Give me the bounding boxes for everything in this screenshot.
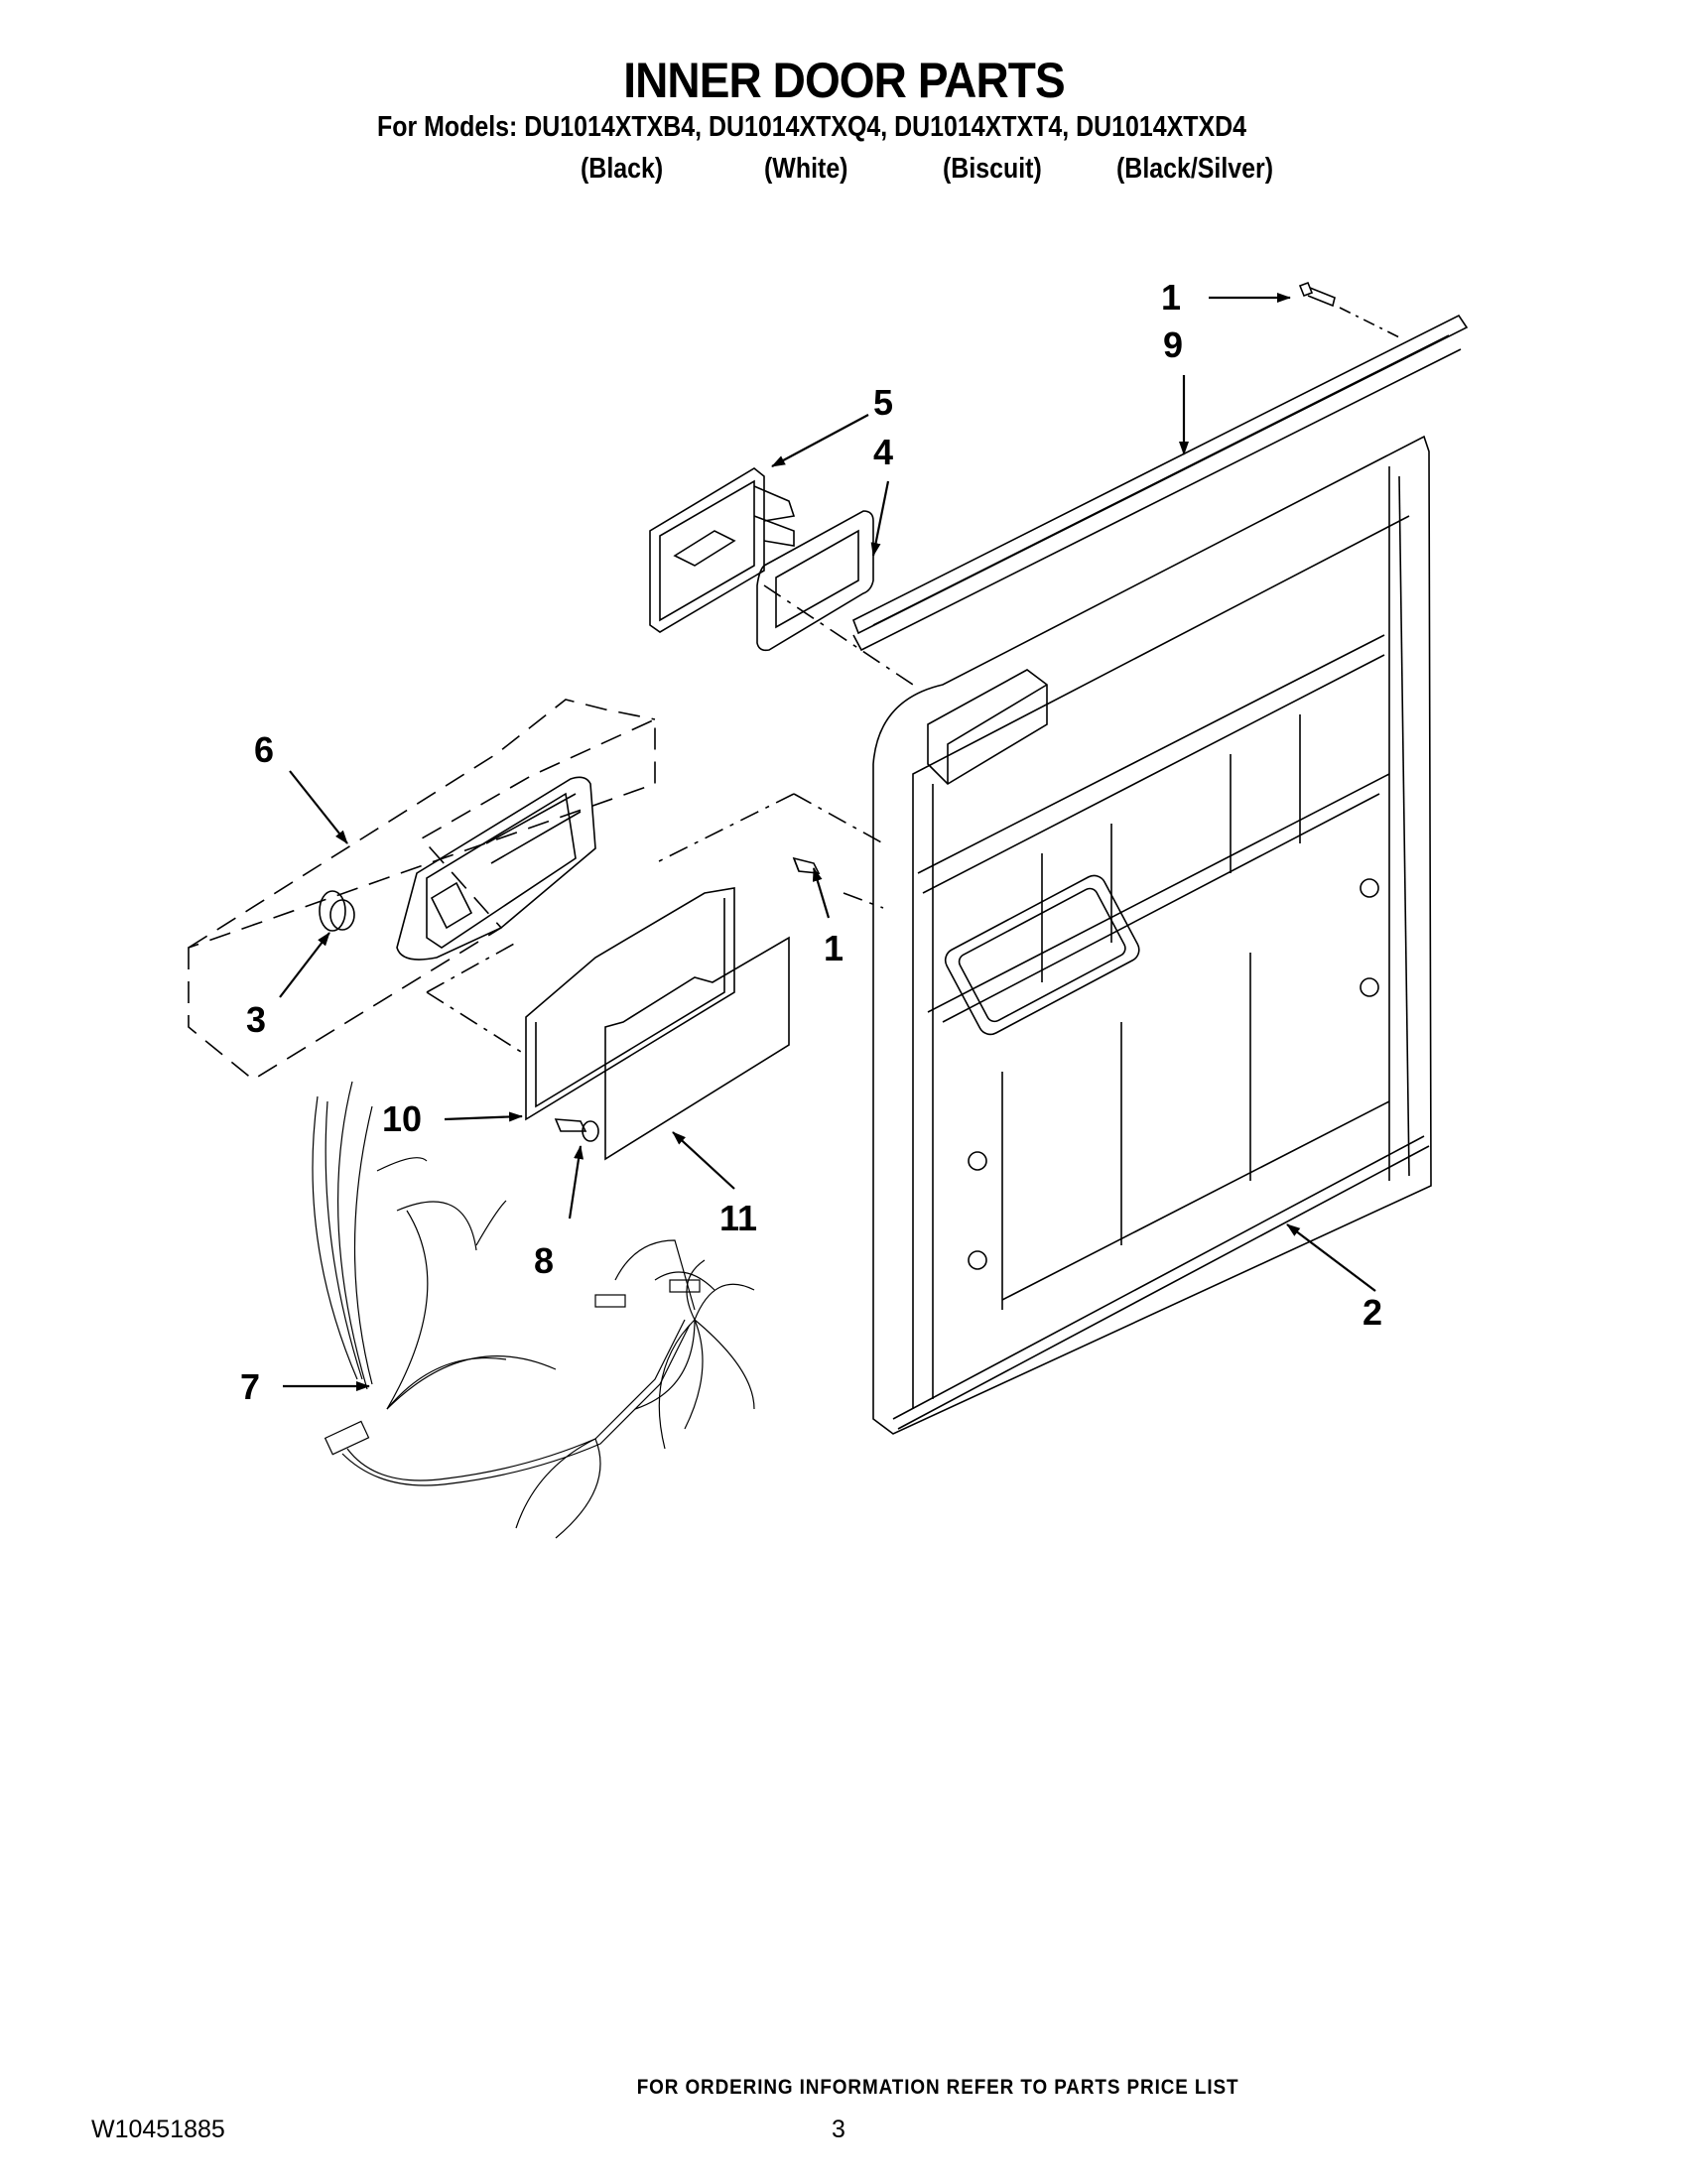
callout-5: 5 xyxy=(873,382,893,423)
color-biscuit: (Biscuit) xyxy=(943,153,1042,185)
model-colors: (Black) (White) (Biscuit) (Black/Silver) xyxy=(0,153,1688,193)
dispenser-group-outline xyxy=(188,717,656,1081)
models-line: For Models: DU1014XTXB4, DU1014XTXQ4, DU… xyxy=(377,111,1247,143)
screw-top xyxy=(1298,281,1336,308)
wire-harness xyxy=(312,1081,755,1539)
document-id: W10451885 xyxy=(91,2116,225,2143)
callout-1-top: 1 xyxy=(1161,277,1181,318)
ordering-note: FOR ORDERING INFORMATION REFER TO PARTS … xyxy=(0,2076,1688,2100)
leader-arrows xyxy=(279,293,1376,1391)
page-number: 3 xyxy=(832,2116,845,2143)
color-white: (White) xyxy=(764,153,848,185)
callout-10: 10 xyxy=(382,1098,422,1139)
callout-6: 6 xyxy=(254,729,274,770)
dispenser-gasket xyxy=(525,887,735,1121)
vent-gasket xyxy=(756,510,874,652)
callout-2: 2 xyxy=(1363,1292,1382,1333)
dispenser-assembly xyxy=(396,776,596,961)
color-black-silver: (Black/Silver) xyxy=(1116,153,1274,185)
callout-9: 9 xyxy=(1163,324,1183,365)
callout-4: 4 xyxy=(873,432,893,472)
inner-door-panel xyxy=(872,435,1432,1435)
callout-7: 7 xyxy=(240,1366,260,1407)
color-black: (Black) xyxy=(581,153,664,185)
ordering-note-text: FOR ORDERING INFORMATION REFER TO PARTS … xyxy=(637,2076,1239,2099)
door-top-trim xyxy=(851,314,1469,652)
callout-8: 8 xyxy=(534,1240,554,1281)
callout-3: 3 xyxy=(246,999,266,1040)
vent-assembly xyxy=(649,467,796,633)
callout-1-middle: 1 xyxy=(824,928,844,968)
screw-lower xyxy=(554,1118,599,1142)
callout-11: 11 xyxy=(719,1198,757,1238)
page-title: INNER DOOR PARTS xyxy=(623,53,1065,108)
rinse-aid-cap xyxy=(319,890,355,932)
insulation-panel xyxy=(604,936,790,1161)
